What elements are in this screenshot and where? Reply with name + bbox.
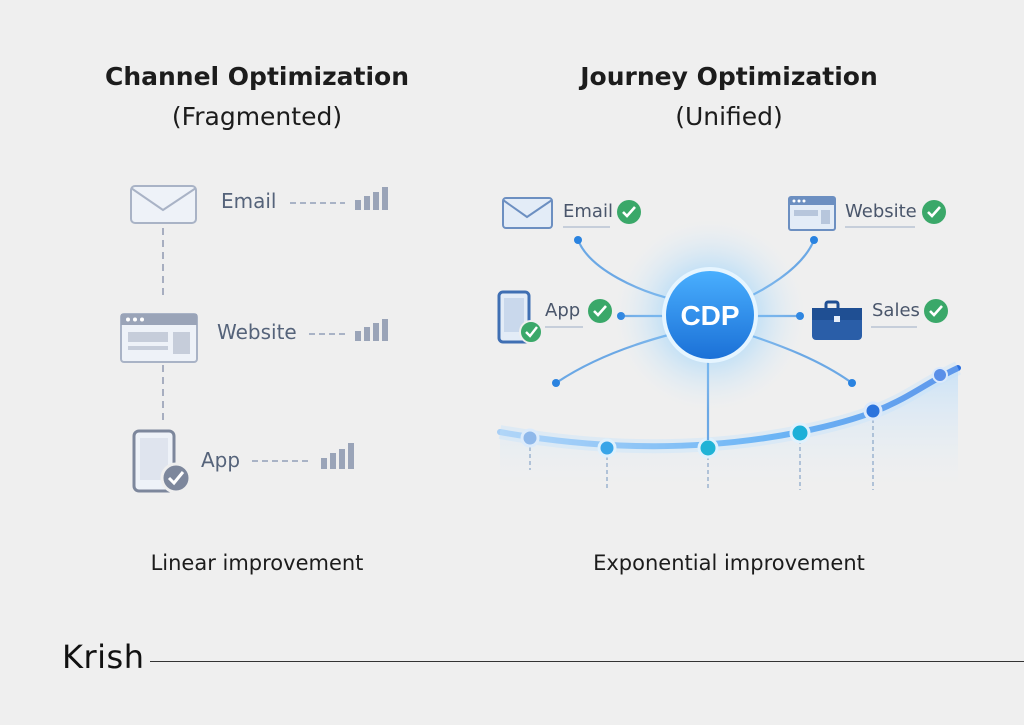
right-website-check-icon xyxy=(922,200,946,224)
right-website-label: Website xyxy=(845,201,917,222)
hub-label: CDP xyxy=(680,300,739,331)
left-website-label: Website xyxy=(217,320,297,344)
brand-logo-text: Krish xyxy=(62,638,145,676)
left-caption: Linear improvement xyxy=(150,551,364,575)
right-caption: Exponential improvement xyxy=(593,551,865,575)
right-website-browser-window-icon xyxy=(788,196,836,231)
right-email-label: Email xyxy=(563,201,613,222)
right-title: Journey Optimization xyxy=(580,62,878,91)
right-app-phone-check-icon xyxy=(519,320,543,344)
right-sales-label: Sales xyxy=(872,300,920,321)
left-title: Channel Optimization xyxy=(104,62,410,91)
journey-curve xyxy=(497,361,961,485)
brand-divider xyxy=(150,661,1024,662)
left-email-envelope-icon xyxy=(130,185,197,224)
hub-circle xyxy=(662,267,758,363)
left-email-bar-chart-icon xyxy=(355,187,388,210)
journey-point xyxy=(597,438,617,458)
left-app-bar-chart-icon xyxy=(321,443,354,469)
right-sales-check-icon xyxy=(924,299,948,323)
left-website-bar-chart-icon xyxy=(355,319,388,341)
journey-point xyxy=(789,422,811,444)
right-app-check-icon xyxy=(588,299,612,323)
right-email-envelope-icon xyxy=(502,197,553,229)
journey-point xyxy=(932,367,948,383)
right-sales-briefcase-icon xyxy=(812,300,862,340)
journey-point xyxy=(863,401,883,421)
journey-point xyxy=(697,437,719,459)
left-app-label: App xyxy=(201,448,241,472)
left-subtitle: (Fragmented) xyxy=(171,102,343,131)
right-email-check-icon xyxy=(617,200,641,224)
left-app-check-icon xyxy=(160,462,192,494)
right-app-label: App xyxy=(545,300,581,321)
left-email-label: Email xyxy=(221,189,277,213)
left-website-browser-window-icon xyxy=(120,313,198,363)
journey-point xyxy=(520,428,540,448)
right-subtitle: (Unified) xyxy=(675,102,783,131)
